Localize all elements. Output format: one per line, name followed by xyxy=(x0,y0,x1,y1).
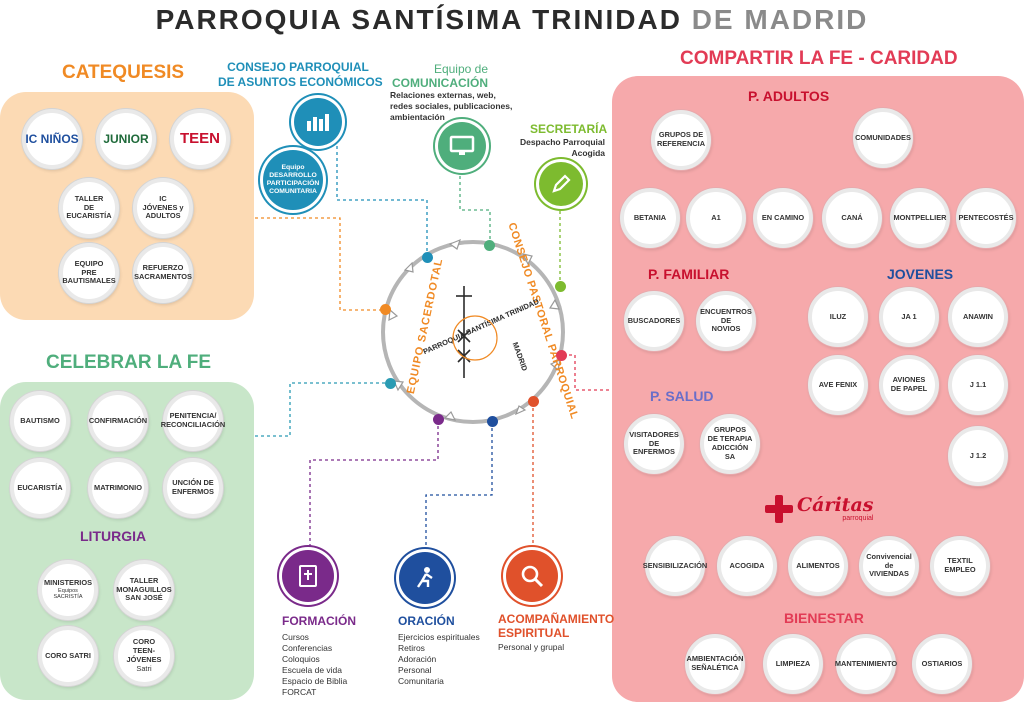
center-ring xyxy=(381,240,565,424)
compartir-title: COMPARTIR LA FE - CARIDAD xyxy=(680,48,958,69)
equipo-desarrollo[interactable]: Equipo DESARROLLO PARTICIPACIÓN COMUNITA… xyxy=(263,150,323,210)
en-camino[interactable]: EN CAMINO xyxy=(753,188,813,248)
ic-ninos-logo[interactable]: IC NIÑOS xyxy=(22,109,82,169)
anawin[interactable]: ANAWIN xyxy=(948,287,1008,347)
grupos-terapia[interactable]: GRUPOS DE TERAPIA ADICCIÓN SA xyxy=(700,414,760,474)
iluz[interactable]: ILUZ xyxy=(808,287,868,347)
praying-icon[interactable] xyxy=(399,552,451,604)
celebrar-title: CELEBRAR LA FE xyxy=(46,352,212,373)
bienestar-title: BIENESTAR xyxy=(784,610,864,626)
uncion-enfermos[interactable]: UNCIÓN DE ENFERMOS xyxy=(163,458,223,518)
book-icon[interactable] xyxy=(282,550,334,602)
limpieza[interactable]: LIMPIEZA xyxy=(763,634,823,694)
penitencia[interactable]: PENITENCIA/ RECONCILIACIÓN xyxy=(161,391,225,451)
teen-label: TEEN xyxy=(179,130,220,147)
dot-comunicacion xyxy=(484,240,495,251)
dot-secretaria xyxy=(555,281,566,292)
caritas-name: Cáritas xyxy=(797,494,874,516)
monitor-icon[interactable] xyxy=(438,122,486,170)
acompanamiento-desc: Personal y grupal xyxy=(498,642,565,652)
formacion-items: Cursos Conferencias Coloquios Escuela de… xyxy=(282,632,348,698)
ministerios-label: MINISTERIOS xyxy=(43,577,93,587)
taller-eucaristia[interactable]: TALLER DE EUCARISTÍA xyxy=(59,178,119,238)
buscadores[interactable]: BUSCADORES xyxy=(624,291,684,351)
coro-teen-label: CORO TEEN-JÓVENES xyxy=(126,637,162,664)
j-1-2[interactable]: J 1.2 xyxy=(948,426,1008,486)
confirmacion[interactable]: CONFIRMACIÓN xyxy=(88,391,148,451)
ave-fenix[interactable]: AVE FENIX xyxy=(808,355,868,415)
dot-celebrar xyxy=(385,378,396,389)
j-1-1[interactable]: J 1.1 xyxy=(948,355,1008,415)
eucaristia[interactable]: EUCARISTÍA xyxy=(10,458,70,518)
chart-icon[interactable] xyxy=(294,98,342,146)
caritas-cross-icon xyxy=(765,495,793,523)
catequesis-title: CATEQUESIS xyxy=(62,62,185,83)
ostiarios[interactable]: OSTIARIOS xyxy=(912,634,972,694)
ja-1[interactable]: JA 1 xyxy=(879,287,939,347)
page-title: PARROQUIA SANTÍSIMA TRINIDAD DE MADRID xyxy=(155,4,869,35)
teen-logo[interactable]: TEEN xyxy=(170,109,230,169)
center-inner xyxy=(405,264,541,400)
convivencial-viviendas[interactable]: Convivencial de VIVIENDAS xyxy=(859,536,919,596)
formacion-title: FORMACIÓN xyxy=(282,614,356,628)
ic-jovenes-adultos[interactable]: IC JÓVENES y ADULTOS xyxy=(133,178,193,238)
dot-compartir xyxy=(556,350,567,361)
montpellier[interactable]: MONTPELLIER xyxy=(890,188,950,248)
caritas-logo: Cáritas parroquial xyxy=(765,495,873,523)
visitadores-enfermos[interactable]: VISITADORES DE ENFERMOS xyxy=(624,414,684,474)
familiar-title: P. FAMILIAR xyxy=(648,266,730,282)
dot-oracion xyxy=(487,416,498,427)
grupos-referencia[interactable]: GRUPOS DE REFERENCIA xyxy=(651,110,711,170)
adultos-title: P. ADULTOS xyxy=(748,88,830,104)
acogida[interactable]: ACOGIDA xyxy=(717,536,777,596)
refuerzo-sacramentos[interactable]: REFUERZO SACRAMENTOS xyxy=(133,243,193,303)
comunidades[interactable]: COMUNIDADES xyxy=(853,108,913,168)
salud-title: P. SALUD xyxy=(650,388,714,404)
pencil-icon[interactable] xyxy=(539,162,583,206)
ambientacion-senaletica[interactable]: AMBIENTACIÓN SEÑALÉTICA xyxy=(685,634,745,694)
secretaria-desc: Despacho Parroquial Acogida xyxy=(519,137,605,159)
pentecostes[interactable]: PENTECOSTÉS xyxy=(956,188,1016,248)
dot-formacion xyxy=(433,414,444,425)
alimentos[interactable]: ALIMENTOS xyxy=(788,536,848,596)
jovenes-title: JOVENES xyxy=(887,266,954,282)
oracion-title: ORACIÓN xyxy=(398,614,455,628)
coro-satri[interactable]: CORO SATRI xyxy=(38,626,98,686)
junior-label: JUNIOR xyxy=(103,131,149,146)
a1[interactable]: A1 xyxy=(686,188,746,248)
aviones-papel[interactable]: AVIONES DE PAPEL xyxy=(879,355,939,415)
coro-teen-note: Satri xyxy=(136,663,152,673)
mantenimiento[interactable]: MANTENIMIENTO xyxy=(835,634,897,694)
dot-economico xyxy=(422,252,433,263)
ic-ninos-label: IC NIÑOS xyxy=(25,131,79,146)
secretaria-title: SECRETARÍA xyxy=(530,122,608,136)
betania[interactable]: BETANIA xyxy=(620,188,680,248)
junior-logo[interactable]: JUNIOR xyxy=(96,109,156,169)
dot-acompanamiento xyxy=(528,396,539,407)
magnifier-icon[interactable] xyxy=(506,550,558,602)
liturgia-title: LITURGIA xyxy=(80,528,147,544)
ministerios-note: Equipos SACRISTÍA xyxy=(53,587,83,601)
cana[interactable]: CANÁ xyxy=(822,188,882,248)
comunicacion-desc: Relaciones externas, web, redes sociales… xyxy=(390,90,513,123)
textil-empleo[interactable]: TEXTIL EMPLEO xyxy=(930,536,990,596)
equipo-pre-bautismales[interactable]: EQUIPO PRE BAUTISMALES xyxy=(59,243,119,303)
dot-catequesis xyxy=(380,304,391,315)
caritas-sub: parroquial xyxy=(842,515,874,522)
bautismo[interactable]: BAUTISMO xyxy=(10,391,70,451)
oracion-items: Ejercicios espirituales Retiros Adoració… xyxy=(398,632,480,687)
sensibilizacion[interactable]: SENSIBILIZACIÓN xyxy=(643,536,707,596)
encuentros-novios[interactable]: ENCUENTROS DE NOVIOS xyxy=(696,291,756,351)
matrimonio[interactable]: MATRIMONIO xyxy=(88,458,148,518)
taller-monaguillos[interactable]: TALLER MONAGUILLOS SAN JOSÉ xyxy=(114,560,174,620)
